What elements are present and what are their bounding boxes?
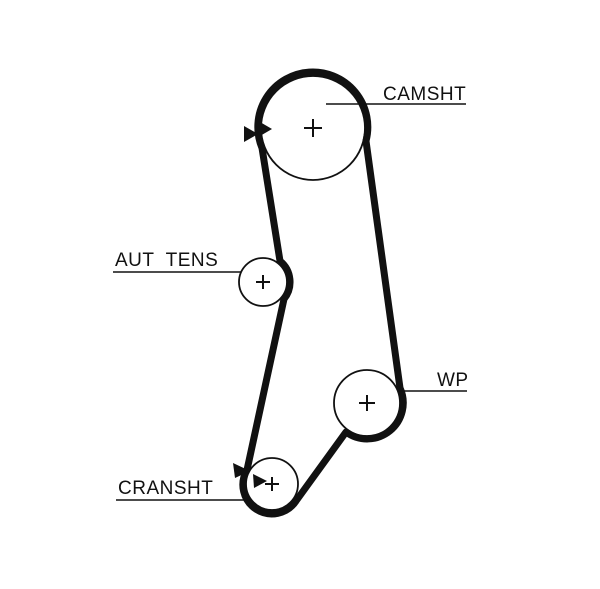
- belt-direction-arrow-icon: [244, 126, 258, 142]
- belt-direction-arrow-icon: [253, 474, 267, 488]
- camshaft-center-mark: [304, 119, 322, 137]
- tensioner-label: AUT TENS: [115, 250, 218, 271]
- crankshaft-label: CRANSHT: [118, 478, 213, 499]
- belt-direction-arrow-icon: [233, 463, 250, 478]
- water-pump-center-mark: [359, 395, 375, 411]
- belt-direction-arrow-icon: [260, 122, 272, 136]
- timing-belt: [239, 68, 407, 518]
- camshaft-label: CAMSHT: [383, 84, 466, 105]
- water-pump-label: WP: [437, 370, 469, 391]
- crankshaft-center-mark: [265, 477, 279, 491]
- tensioner-center-mark: [256, 275, 270, 289]
